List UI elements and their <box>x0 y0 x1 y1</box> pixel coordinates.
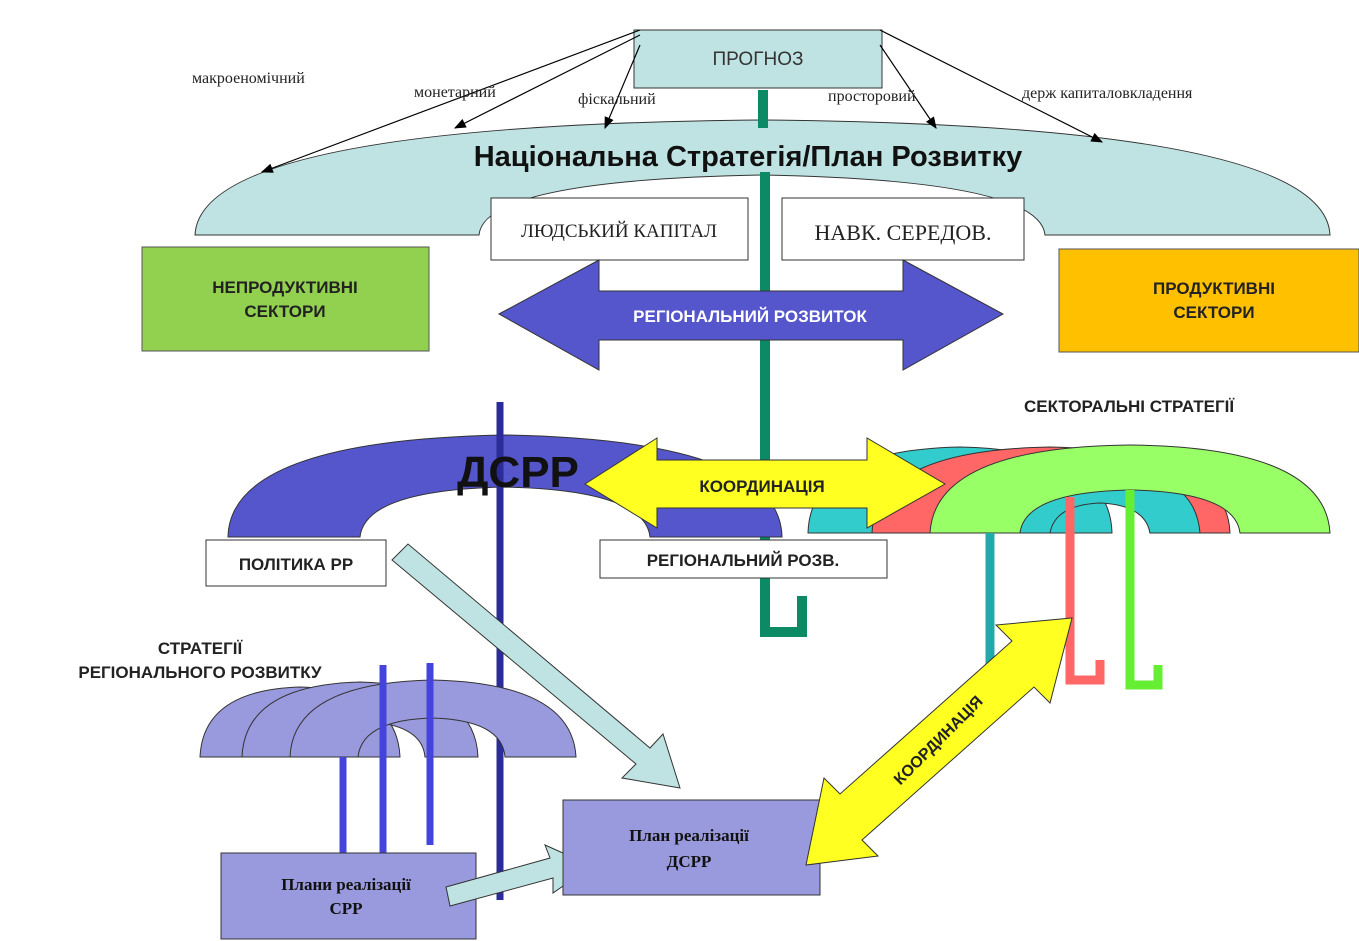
sector-pole-green <box>1125 490 1163 690</box>
environment-box <box>781 197 1025 261</box>
unproductive-sectors-label-2: СЕКТОРИ <box>244 302 325 321</box>
policy-to-plan-arrow <box>391 543 681 789</box>
regional-development-arrow <box>497 259 1005 371</box>
implementation-plans-label-1: Плани реалізації <box>281 875 411 894</box>
national-strategy-title: Національна Стратегія/План Розвитку <box>474 141 1023 173</box>
unproductive-sectors-label-1: НЕПРОДУКТИВНІ <box>212 278 358 297</box>
sector-strategies-label: СЕКТОРАЛЬНІ СТРАТЕГІЇ <box>1024 397 1235 416</box>
forecast-type-macro: макроеномічний <box>192 70 305 87</box>
coordination-arrow-diagonal <box>805 617 1073 866</box>
policy-label: ПОЛІТИКА РР <box>239 555 353 574</box>
national-strategy-pole <box>758 90 807 637</box>
unproductive-sectors-box <box>141 246 430 352</box>
sector-strategies-box <box>952 386 1304 426</box>
forecast-type-monetary: монетарний <box>414 84 496 101</box>
dsrr-plan-label-2: ДСРР <box>667 852 712 871</box>
productive-sectors-label-2: СЕКТОРИ <box>1173 303 1254 322</box>
regional-development-label: РЕГІОНАЛЬНИЙ РОЗВИТОК <box>633 307 867 326</box>
regional-umbrella-3 <box>289 679 577 758</box>
forecast-type-spatial: просторовий <box>828 88 916 105</box>
productive-sectors-box <box>1058 248 1359 353</box>
implementation-plans-box <box>220 852 477 940</box>
sector-pole-red <box>1065 497 1105 685</box>
regional-dev-box <box>599 539 888 579</box>
human-capital-label: ЛЮДСЬКИЙ КАПІТАЛ <box>521 221 717 242</box>
dsrr-plan-box <box>562 799 821 896</box>
dsrr-plan-label-1: План реалізації <box>629 826 749 845</box>
regional-dev-label: РЕГІОНАЛЬНИЙ РОЗВ. <box>647 551 840 570</box>
coordination-arrow-horizontal <box>584 437 947 529</box>
dsrr-title: ДСРР <box>457 448 579 497</box>
policy-box <box>205 539 387 587</box>
productive-sectors-label-1: ПРОДУКТИВНІ <box>1153 279 1275 298</box>
national-strategy-dome <box>194 119 1331 236</box>
forecast-arrows <box>260 29 1104 173</box>
forecast-type-fiscal: фіскальний <box>578 91 656 108</box>
regional-strategies-label-1: СТРАТЕГІЇ <box>158 639 244 658</box>
regional-strategies-box <box>26 628 380 690</box>
forecast-label: ПРОГНОЗ <box>713 49 804 70</box>
coordination-label-horizontal: КООРДИНАЦІЯ <box>699 477 824 496</box>
regional-strategies-label-2: РЕГІОНАЛЬНОГО РОЗВИТКУ <box>78 663 322 682</box>
implementation-plans-label-2: СРР <box>329 899 362 918</box>
forecast-type-investment: держ капиталовкладення <box>1022 85 1193 102</box>
human-capital-box <box>490 197 749 261</box>
sector-umbrella-green <box>929 444 1331 534</box>
environment-label: НАВК. СЕРЕДОВ. <box>815 220 992 245</box>
